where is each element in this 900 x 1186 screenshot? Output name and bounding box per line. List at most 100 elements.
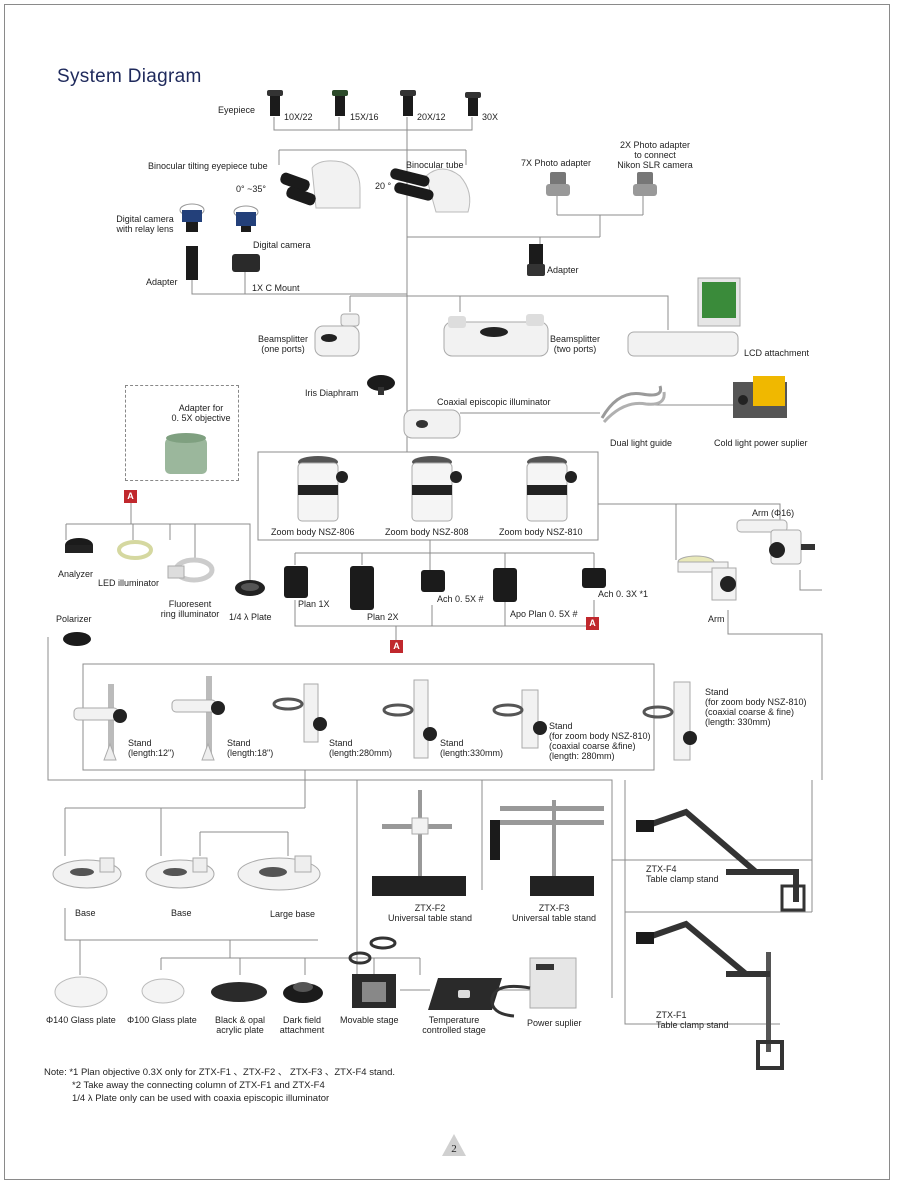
- quarter-plate-image: [235, 580, 265, 596]
- ach-03x-label: Ach 0. 3X *1: [598, 589, 649, 599]
- arm-image: [677, 555, 737, 601]
- stand-12-image: [73, 684, 127, 761]
- movable-stage-label: Movable stage: [340, 1015, 399, 1025]
- zoom-body-808-image: [411, 456, 462, 522]
- arm-label: Arm: [708, 614, 725, 624]
- arm-16-label: Arm (Φ16): [752, 508, 795, 518]
- ep-20x12-label: 20X/12: [417, 112, 446, 122]
- beamsplitter-one-label: Beamsplitter (one ports): [257, 334, 309, 354]
- stand-330-image: [382, 679, 437, 759]
- power-suplier-label: Power suplier: [527, 1018, 582, 1028]
- ztx-f3-image: [490, 800, 604, 896]
- stand-810-280-label: Stand (for zoom body NSZ-810) (coaxial c…: [549, 721, 651, 761]
- adapter-right-image: [527, 244, 545, 276]
- dark-field-label: Dark field attachment: [279, 1015, 325, 1035]
- fluoresent-label: Fluoresent ring illuminator: [160, 599, 220, 619]
- ep-15x16-label: 15X/16: [350, 112, 379, 122]
- binocular-tilting-label: Binocular tilting eyepiece tube: [148, 161, 268, 171]
- stand-18-image: [171, 676, 225, 761]
- tube-angle-label: 20 °: [375, 181, 392, 191]
- stand-810-280-image: [492, 689, 547, 749]
- c-mount-image: [232, 254, 260, 272]
- stand-810-330-image: [642, 681, 697, 761]
- plan-2x-label: Plan 2X: [367, 612, 399, 622]
- temp-stage-label: Temperature controlled stage: [422, 1015, 486, 1035]
- beamsplitter-two-label: Beamsplitter (two ports): [549, 334, 601, 354]
- tilt-angle-label: 0° ~35°: [236, 184, 266, 194]
- ach-03x-image: [582, 568, 606, 588]
- coaxial-illuminator-label: Coaxial episcopic illuminator: [437, 397, 551, 407]
- page-title: System Diagram: [57, 66, 202, 87]
- binocular-tube-image: [390, 168, 471, 213]
- power-suplier-image: [490, 957, 577, 1018]
- zoom-810-label: Zoom body NSZ-810: [499, 527, 583, 537]
- page-number: 2: [441, 1133, 467, 1157]
- dark-field-image: [283, 982, 323, 1003]
- polarizer-label: Polarizer: [56, 614, 92, 624]
- glass-100-label: Φ100 Glass plate: [127, 1015, 197, 1025]
- ztx-f2-image: [372, 790, 466, 896]
- photo-7x-label: 7X Photo adapter: [521, 158, 592, 168]
- black-opal-label: Black & opal acrylic plate: [214, 1015, 266, 1035]
- stand-280-label: Stand (length:280mm): [329, 738, 393, 758]
- apo-plan-image: [493, 568, 517, 602]
- digital-camera-relay-label: Digital camera with relay lens: [116, 214, 174, 234]
- arm-16-image: [736, 519, 815, 565]
- photo-adapter-2x-image: [633, 172, 657, 196]
- iris-diaphram-label: Iris Diaphram: [305, 388, 359, 398]
- digital-camera-label: Digital camera: [253, 240, 311, 250]
- base-2-image: [145, 857, 215, 889]
- ztx-f1-image: [636, 920, 784, 1070]
- iris-diaphram-image: [367, 375, 395, 395]
- badge-a-ach: A: [586, 617, 599, 630]
- large-base-image: [237, 855, 321, 891]
- adapter-05x-box: [125, 385, 239, 481]
- large-base-label: Large base: [270, 909, 316, 919]
- adapter-right-label: Adapter: [547, 265, 579, 275]
- eyepiece-20x12: [400, 90, 416, 116]
- ach-05x-label: Ach 0. 5X #: [437, 594, 484, 604]
- stand-280-image: [272, 683, 327, 743]
- coaxial-illuminator-image: [403, 409, 461, 439]
- binocular-tube-label: Binocular tube: [406, 160, 464, 170]
- ztx-f3-label: ZTX-F3 Universal table stand: [511, 903, 597, 923]
- led-illuminator-image: [117, 540, 153, 560]
- adapter-05x-image: [165, 433, 207, 474]
- base-2-label: Base: [171, 908, 192, 918]
- stand-810-330-label: Stand (for zoom body NSZ-810) (coaxial c…: [705, 687, 807, 727]
- binocular-tilting-tube-image: [280, 160, 361, 209]
- temp-stage-image: [428, 978, 502, 1010]
- digital-camera-relay-image: [179, 203, 205, 280]
- photo-adapter-7x-image: [546, 172, 570, 196]
- notes: Note: *1 Plan objective 0.3X only for ZT…: [44, 1066, 395, 1105]
- analyzer-image: [65, 538, 93, 553]
- cold-light-label: Cold light power suplier: [714, 438, 808, 448]
- plan-1x-label: Plan 1X: [298, 599, 330, 609]
- c-mount-label: 1X C Mount: [252, 283, 300, 293]
- stage-ring-image: [369, 936, 397, 950]
- badge-a-accessories: A: [124, 490, 137, 503]
- stand-18-label: Stand (length:18"): [227, 738, 274, 758]
- zoom-808-label: Zoom body NSZ-808: [385, 527, 469, 537]
- fluoresent-illuminator-image: [167, 557, 215, 583]
- eyepiece-10x22: [267, 90, 283, 116]
- polarizer-image: [63, 632, 91, 646]
- plan-2x-image: [350, 566, 374, 610]
- eyepiece-30x: [465, 92, 481, 116]
- zoom-body-810-image: [526, 456, 577, 522]
- digital-camera-image: [233, 205, 259, 232]
- dual-light-guide-image: [600, 385, 666, 424]
- ep-30x-label: 30X: [482, 112, 499, 122]
- lcd-attachment-image: [627, 277, 741, 357]
- photo-2x-label: 2X Photo adapter to connect Nikon SLR ca…: [617, 140, 693, 170]
- beamsplitter-one-image: [314, 313, 360, 357]
- badge-a-objectives: A: [390, 640, 403, 653]
- ep-10x22-label: 10X/22: [284, 112, 313, 122]
- plan-1x-image: [284, 566, 308, 598]
- beamsplitter-two-image: [443, 314, 549, 357]
- base-1-label: Base: [75, 908, 96, 918]
- analyzer-label: Analyzer: [58, 569, 94, 579]
- base-1-image: [52, 857, 122, 889]
- eyepiece-15x16: [332, 90, 348, 116]
- note-line-3: 1/4 λ Plate only can be used with coaxia…: [72, 1093, 330, 1104]
